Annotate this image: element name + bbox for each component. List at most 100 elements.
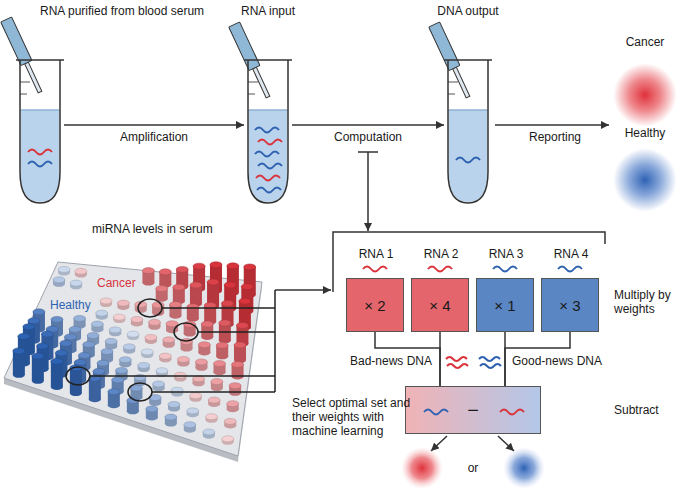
cylinder-base [142, 280, 154, 286]
tube-wall [248, 60, 288, 203]
cylinder-top [70, 280, 82, 286]
cylinder-top [112, 377, 124, 383]
mirna-cylinder [224, 418, 236, 428]
cylinder-top [206, 414, 218, 420]
graduation-mark [20, 82, 30, 83]
test-tube: RNA purified from blood serum [18, 60, 62, 205]
cylinder-top [177, 356, 189, 362]
mirna-cylinder [113, 314, 125, 323]
output-arrow [498, 436, 514, 451]
nucleic-strand [456, 158, 480, 163]
cylinder-top [51, 358, 63, 364]
mirna-cylinder [105, 338, 117, 349]
rna-strand [428, 267, 452, 272]
mirna-cylinder [148, 319, 160, 330]
cylinder-top [176, 266, 188, 272]
cylinder-top [198, 342, 210, 348]
cylinder-top [87, 332, 99, 338]
annotation: Subtract [614, 403, 659, 417]
cylinder-top [117, 300, 129, 306]
pipette [1, 17, 46, 95]
mirna-cylinder [146, 406, 158, 421]
weight-factor: × 1 [494, 296, 515, 315]
step-label: Computation [334, 130, 402, 144]
leader-line [162, 307, 275, 309]
nucleic-strand [28, 162, 52, 167]
mirna-cylinder [75, 268, 87, 277]
test-tube: RNA input [246, 60, 290, 205]
mirna-cylinder [229, 383, 241, 396]
cylinder-top [83, 341, 95, 347]
cylinder-top [141, 349, 153, 355]
cylinder-base [211, 385, 223, 391]
cylinder-top [222, 436, 234, 442]
cylinder-top [138, 362, 150, 368]
tube-liquid [449, 110, 488, 202]
cylinder-top [214, 361, 226, 367]
mirna-cylinder [227, 401, 239, 412]
cylinder-top [156, 286, 168, 292]
rna-label: RNA 4 [554, 247, 589, 261]
mirna-cylinder [206, 414, 218, 423]
weight-factor: × 2 [364, 296, 385, 315]
tube-outline [446, 60, 490, 205]
tube-outline [18, 60, 62, 205]
mirna-cylinder [70, 365, 82, 396]
cylinder-top [75, 268, 87, 274]
subtract-box: − [405, 386, 541, 434]
step-label: Reporting [529, 130, 581, 144]
nucleic-strand [28, 150, 52, 155]
cylinder-top [78, 352, 90, 358]
healthy-output [503, 447, 545, 489]
cylinder-base [181, 346, 193, 352]
mirna-cylinder [13, 348, 25, 378]
cylinder-top [156, 368, 168, 374]
rna-strand [558, 267, 582, 272]
liquid-surface [449, 109, 488, 111]
cylinder-base [201, 334, 213, 340]
cylinder-top [244, 264, 256, 270]
cylinder-base [214, 369, 226, 375]
mirna-cylinder [198, 342, 210, 356]
rna-label: RNA 2 [424, 247, 459, 261]
cylinder-base [32, 378, 44, 384]
graduation-mark [20, 94, 27, 95]
nucleic-strand [256, 176, 280, 181]
cylinder-top [207, 279, 219, 285]
result-label: Cancer [626, 35, 665, 49]
mirna-cylinder [195, 359, 207, 371]
mirna-cylinder [216, 342, 228, 359]
cylinder-base [51, 384, 63, 390]
cylinder-top [51, 316, 63, 322]
mirna-cylinder [190, 393, 202, 402]
mirna-cylinder [117, 300, 129, 310]
cylinder-top [190, 282, 202, 288]
tube-wall [448, 60, 488, 203]
cylinder-top [203, 429, 215, 435]
cylinder-top [195, 359, 207, 365]
mirna-cylinder [190, 282, 202, 307]
mirna-cylinder [174, 372, 186, 381]
cylinder-top [64, 334, 76, 340]
selection-circle [138, 299, 162, 317]
nucleic-strand [258, 164, 282, 169]
cylinder-top [55, 350, 67, 356]
mirna-cylinder [222, 436, 234, 445]
connector-word: or [468, 461, 479, 475]
pipette-body [429, 22, 460, 71]
weight-box: RNA 3× 1 [476, 278, 534, 332]
cylinder-top [108, 389, 120, 395]
cylinder-top [159, 269, 171, 275]
cylinder-top [41, 331, 53, 337]
cylinder-base [70, 390, 82, 396]
cylinder-top [224, 418, 236, 424]
cylinder-top [229, 383, 241, 389]
cylinder-base [195, 365, 207, 371]
mirna-cylinder [108, 389, 120, 409]
cylinder-top [74, 359, 86, 365]
cylinder-base [108, 402, 120, 408]
cylinder-top [169, 302, 181, 308]
cylinder-top [187, 408, 199, 414]
cylinder-top [210, 262, 222, 268]
